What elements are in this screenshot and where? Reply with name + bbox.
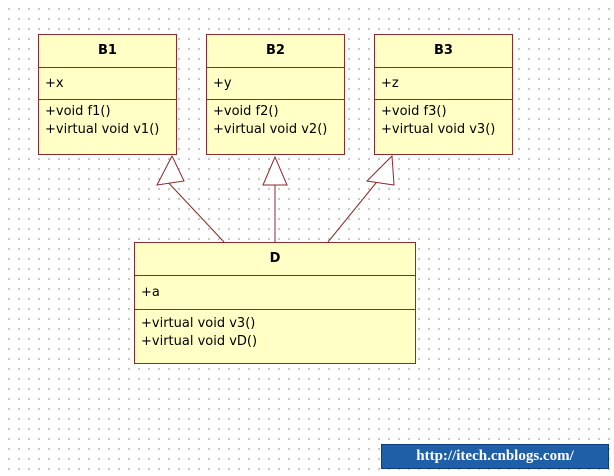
- attribute-x: +x: [45, 76, 64, 91]
- operation-v3: +virtual void v3(): [381, 122, 496, 137]
- generalization-line-d-b1[interactable]: [163, 177, 225, 243]
- operation-v3: +virtual void v3(): [141, 316, 256, 331]
- class-attributes: +a: [135, 276, 415, 310]
- class-operations: +void f2() +virtual void v2(): [207, 100, 344, 139]
- class-name: B2: [207, 35, 344, 68]
- operation-v2: +virtual void v2(): [213, 122, 328, 137]
- operation-vd: +virtual void vD(): [141, 334, 258, 349]
- operation-v1: +virtual void v1(): [45, 122, 160, 137]
- class-attributes: +x: [39, 68, 176, 100]
- class-operations: +void f3() +virtual void v3(): [375, 100, 512, 139]
- generalization-arrow-b3-icon: [365, 154, 395, 186]
- class-attributes: +y: [207, 68, 344, 100]
- operation-f2: +void f2(): [213, 104, 279, 119]
- attribute-z: +z: [381, 76, 399, 91]
- class-operations: +void f1() +virtual void v1(): [39, 100, 176, 139]
- operation-f1: +void f1(): [45, 104, 111, 119]
- watermark-link[interactable]: http://itech.cnblogs.com/: [381, 444, 609, 469]
- attribute-a: +a: [141, 285, 160, 300]
- class-b2[interactable]: B2 +y +void f2() +virtual void v2(): [206, 34, 345, 155]
- attribute-y: +y: [213, 76, 232, 91]
- class-b1[interactable]: B1 +x +void f1() +virtual void v1(): [38, 34, 177, 155]
- class-d[interactable]: D +a +virtual void v3() +virtual void vD…: [134, 242, 416, 364]
- class-name: B1: [39, 35, 176, 68]
- class-b3[interactable]: B3 +z +void f3() +virtual void v3(): [374, 34, 513, 155]
- generalization-arrow-b2-icon: [262, 155, 288, 186]
- generalization-arrow-b1-icon: [156, 154, 185, 186]
- class-attributes: +z: [375, 68, 512, 100]
- class-name: B3: [375, 35, 512, 68]
- generalization-line-d-b3[interactable]: [327, 177, 381, 243]
- class-name: D: [135, 243, 415, 276]
- operation-f3: +void f3(): [381, 104, 447, 119]
- class-operations: +virtual void v3() +virtual void vD(): [135, 310, 415, 351]
